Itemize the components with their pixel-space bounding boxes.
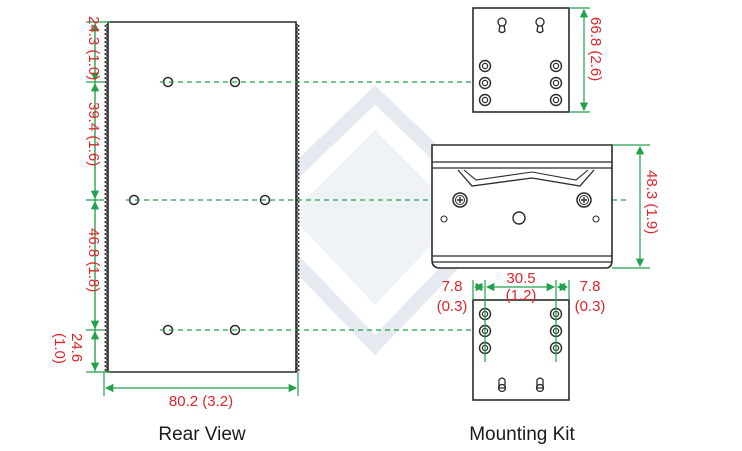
mounting-hole-icon: [478, 59, 492, 73]
hole-spacing-dimensions: [472, 280, 570, 362]
rear-view-caption: Rear View: [158, 424, 246, 445]
din-rail-bracket: [431, 144, 613, 269]
dim-din-height-label: 48.3 (1.9): [643, 170, 660, 234]
wall-plate-top: [472, 7, 570, 113]
mounting-hole-icon: [549, 59, 563, 73]
mounting-hole-icon: [592, 215, 600, 223]
mounting-hole-icon: [478, 93, 492, 107]
rear-vertical-dimensions: [86, 21, 110, 373]
mounting-kit-caption: Mounting Kit: [469, 424, 575, 445]
mounting-hole-icon: [440, 215, 448, 223]
mounting-hole-icon: [478, 76, 492, 90]
dim-bottom-inches: (1.0): [51, 333, 68, 364]
keyhole-icon: [497, 17, 545, 34]
mounting-hole-icon: [512, 211, 526, 225]
dim-bottom-value: 24.6: [68, 333, 85, 362]
dim-top-label: 24.3 (1.0): [85, 16, 102, 80]
dim-left-offset-inches: (0.3): [437, 298, 468, 315]
wall-plate-bottom: [472, 299, 570, 401]
rear-width-dimension: [103, 372, 299, 396]
din-height-dimension: [612, 144, 650, 269]
plate-height-dimension: [569, 7, 590, 113]
rear-view-panel: [103, 21, 301, 373]
dim-middle-label: 46.8 (1.8): [85, 228, 102, 292]
mounting-hole-icon: [549, 93, 563, 107]
dim-right-offset-label: 7.8: [580, 278, 601, 295]
screw-icon: [576, 192, 592, 208]
dim-width-label: 80.2 (3.2): [169, 393, 233, 410]
dim-hole-spacing-label: 30.5: [506, 270, 535, 287]
heatsink-edge-left: [103, 23, 110, 373]
dim-left-offset-label: 7.8: [442, 278, 463, 295]
dim-hole-spacing-inches: (1.2): [506, 287, 537, 304]
dim-right-offset-inches: (0.3): [575, 298, 606, 315]
dim-plate-height-label: 66.8 (2.6): [587, 17, 604, 81]
dim-upper-label: 39.4 (1.6): [85, 102, 102, 166]
mounting-hole-icon: [549, 76, 563, 90]
screw-icon: [452, 192, 468, 208]
keyhole-icon: [497, 377, 545, 393]
